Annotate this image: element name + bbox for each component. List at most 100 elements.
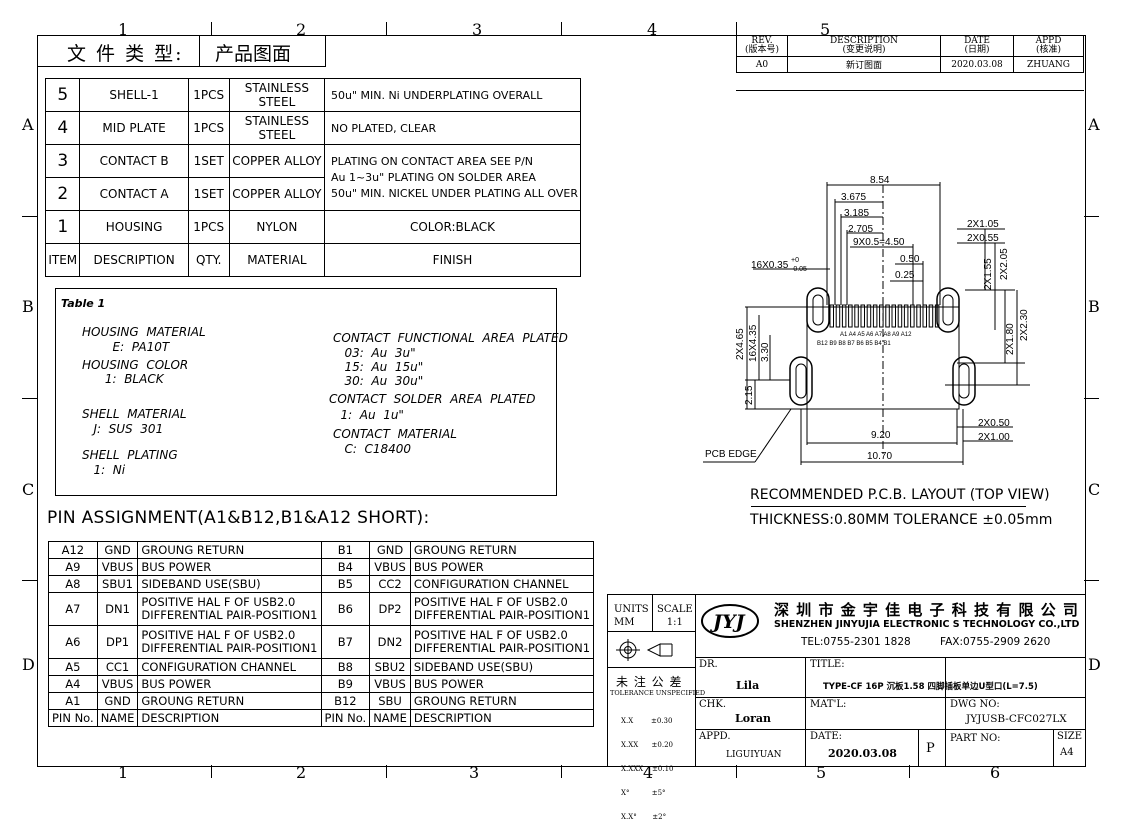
bom-item: 3	[44, 144, 81, 178]
pin-description: BUS POWER	[137, 558, 322, 576]
top-pin-labels: A1 A4 A5 A6 A7 A8 A9 A12	[840, 332, 912, 338]
right-lower-slot-inner	[958, 363, 970, 399]
zone-row-b-left: B	[22, 297, 34, 316]
checked-by: Loran	[735, 712, 771, 725]
revision-table: REV. (版本号) DESCRIPTION (变更说明) DATE (日期) …	[736, 35, 1084, 73]
pin-number: B5	[320, 575, 371, 593]
pin-name: VBUS	[369, 675, 411, 693]
projection-symbol-icon	[616, 639, 673, 661]
pin-number: B7	[320, 625, 371, 659]
layout-caption: RECOMMENDED P.C.B. LAYOUT (TOP VIEW)	[750, 487, 1050, 503]
title-label: TITLE:	[810, 659, 845, 670]
signal-pad	[916, 304, 921, 328]
tolerance-xxx: X.XX ±0.20	[621, 741, 673, 749]
pin-description: GROUNG RETURN	[137, 541, 322, 559]
table1-right-4: CONTACT SOLDER AREA PLATED	[329, 392, 536, 406]
pin-number: A5	[48, 658, 98, 676]
pin-description: CONFIGURATION CHANNEL	[137, 658, 322, 676]
bom-qty: 1PCS	[187, 78, 230, 112]
pin-description: BUS POWER	[409, 675, 595, 693]
table1-right-5: 1: Au 1u"	[329, 408, 404, 422]
bom-desc: CONTACT A	[79, 177, 189, 211]
chk-label: CHK.	[699, 699, 727, 710]
pin-name: NAME	[96, 709, 139, 727]
company-fax: FAX:0755-2909 2620	[940, 636, 1051, 648]
pin-number: A7	[48, 592, 98, 626]
bom-item: 5	[44, 78, 81, 112]
table1-right-7: C: C18400	[333, 442, 412, 456]
bom-header-row: ITEM DESCRIPTION QTY. MATERIAL FINISH	[44, 243, 582, 277]
bom-finish: NO PLATED, CLEAR	[323, 111, 582, 145]
pin-description: DESCRIPTION	[137, 709, 322, 727]
table1-left-3: 1: BLACK	[82, 372, 164, 386]
table1-left-5: J: SUS 301	[82, 422, 164, 436]
dim-16x4-35: 16X4.35	[748, 324, 759, 362]
left-upper-slot-inner	[812, 294, 824, 326]
bom-finish-2: Au 1~3u" PLATING ON SOLDER AREA 50u" MIN…	[330, 170, 578, 200]
drawing-title: TYPE-CF 16P 沉板1.58 四脚插板单边U型口(L=7.5)	[823, 682, 1038, 692]
doc-type-value: 产品图面	[215, 43, 292, 65]
pin-description: BUS POWER	[137, 675, 322, 693]
dim-0-25: 0.25	[895, 270, 915, 281]
pin-name: GND	[96, 692, 139, 710]
bom-table: 5 SHELL-1 1PCS STAINLESS STEEL 50u" MIN.…	[44, 78, 582, 277]
pin-name: DP1	[96, 625, 139, 659]
table1-right-2: 15: Au 15u"	[333, 360, 424, 374]
bom-header-finish: FINISH	[323, 243, 582, 277]
zone-row-b-right: B	[1088, 297, 1100, 316]
pin-description: CONFIGURATION CHANNEL	[409, 575, 595, 593]
bom-desc: SHELL-1	[79, 78, 189, 112]
rev-header-appd: APPD (核准)	[1013, 35, 1084, 57]
zone-col-5-top: 5	[820, 20, 831, 39]
pin-name: SBU2	[369, 658, 411, 676]
bom-finish-3: PLATING ON CONTACT AREA SEE P/N	[330, 154, 533, 168]
signal-pad	[854, 304, 859, 328]
bom-item: 1	[44, 210, 81, 244]
pin-name: VBUS	[369, 558, 411, 576]
pin-name: SBU	[369, 692, 411, 710]
bom-qty: 1PCS	[187, 210, 230, 244]
pin-description: DESCRIPTION	[409, 709, 595, 727]
signal-pad	[835, 304, 841, 328]
signal-pad	[928, 304, 934, 328]
right-lower-slot	[952, 356, 976, 406]
signal-pad	[903, 304, 909, 328]
bom-row-4: 4 MID PLATE 1PCS STAINLESS STEEL NO PLAT…	[44, 111, 582, 145]
table1-left-1: E: PA10T	[82, 340, 170, 354]
zone-col-6-bottom: 6	[990, 763, 1001, 782]
bom-item: 4	[44, 111, 81, 145]
pin-number: A6	[48, 625, 98, 659]
table1-left-7: 1: Ni	[82, 463, 126, 477]
zone-row-c-right: C	[1088, 480, 1101, 499]
bom-material: COPPER ALLOY	[228, 144, 325, 178]
pin-description: POSITIVE HAL F OF USB2.0 DIFFERENTIAL PA…	[137, 625, 322, 659]
dim-2x1-00: 2X1.00	[978, 432, 1010, 443]
matl-label: MAT'L:	[810, 699, 847, 710]
right-upper-slot-inner	[942, 294, 954, 326]
pin-number: A4	[48, 675, 98, 693]
bom-row-2: 2 CONTACT A 1SET COPPER ALLOY	[44, 177, 581, 211]
pin-number: PIN No.	[320, 709, 371, 727]
zone-col-2-bottom: 2	[296, 763, 307, 782]
dwg-label: DWG NO:	[950, 699, 1000, 710]
dim-2x1-80: 2X1.80	[1005, 323, 1016, 355]
bom-finish-contacts: PLATING ON CONTACT AREA SEE P/N Au 1~3u"…	[323, 144, 582, 211]
dim-2x4-65: 2X4.65	[735, 328, 746, 360]
right-upper-slot	[936, 287, 960, 333]
pin-assignment-title: PIN ASSIGNMENT(A1&B12,B1&A12 SHORT):	[47, 508, 430, 528]
dim-2x2-30: 2X2.30	[1019, 309, 1030, 341]
rev-date: 2020.03.08	[940, 56, 1014, 73]
bottom-pin-labels: B12 B9 B8 B7 B6 B5 B4 B1	[817, 341, 891, 347]
pin-description: POSITIVE HAL F OF USB2.0 DIFFERENTIAL PA…	[137, 592, 322, 626]
title-block: UNITS MM SCALE 1:1 未 注 公 差 TOLERANCE UNS…	[607, 594, 1086, 821]
dim-2x2-05: 2X2.05	[999, 248, 1010, 280]
doc-type-label: 文 件 类 型:	[67, 43, 184, 65]
dim-8-54: 8.54	[870, 175, 890, 186]
bom-row-3: 3 CONTACT B 1SET COPPER ALLOY PLATING ON…	[44, 144, 582, 211]
dr-label: DR.	[699, 659, 718, 670]
